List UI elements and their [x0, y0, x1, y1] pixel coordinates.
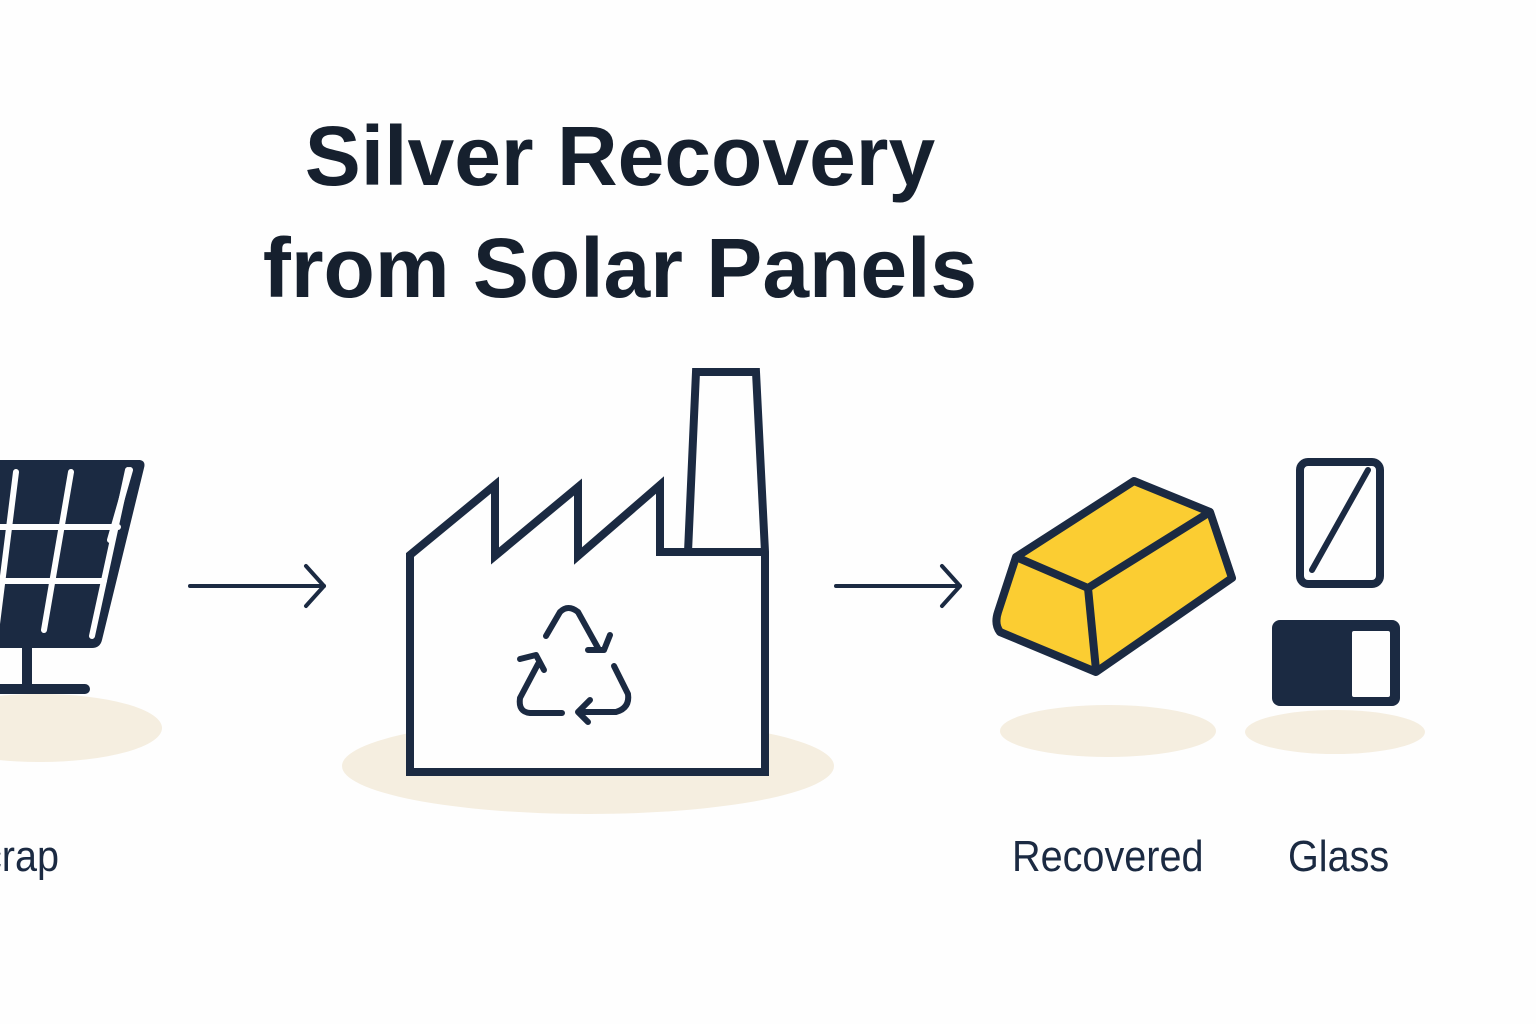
title-line-1: Silver Recovery: [304, 109, 936, 203]
stage-label-input: crap: [0, 832, 60, 881]
solar-panel-icon: [0, 460, 145, 694]
glass-block-icon: [1272, 620, 1400, 706]
stage-label-glass: Glass: [1288, 832, 1390, 881]
diagram-title: Silver Recovery from Solar Panels: [240, 100, 1000, 324]
title-line-2: from Solar Panels: [262, 221, 978, 315]
stage-label-recovered: Recovered: [1012, 832, 1204, 881]
silver-ingot-icon: [992, 477, 1236, 676]
arrow-right-icon: [834, 564, 962, 608]
glass-pane-icon: [1296, 458, 1384, 588]
recycle-icon: [516, 605, 632, 725]
arrow-right-icon: [188, 564, 326, 608]
panel-shadow: [0, 694, 162, 762]
ingot-shadow: [1000, 705, 1216, 757]
recycling-factory-icon: [406, 368, 769, 776]
glass-shadow: [1245, 710, 1425, 754]
